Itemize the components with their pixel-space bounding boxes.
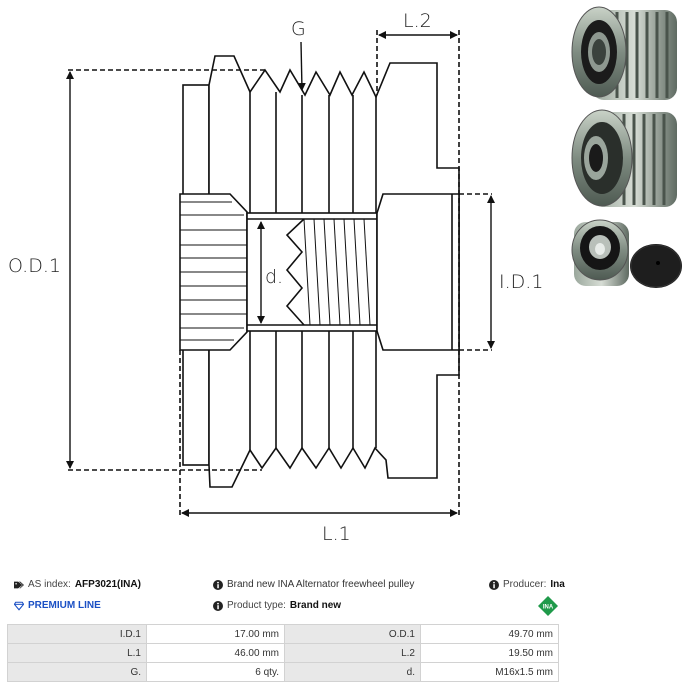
id1-label: I.D.1 bbox=[499, 271, 543, 293]
as-index-value: AFP3021(INA) bbox=[74, 579, 141, 590]
table-row: G. 6 qty. d. M16x1.5 mm bbox=[7, 662, 559, 682]
premium-line-badge: PREMIUM LINE bbox=[14, 600, 101, 611]
spec-value: 17.00 mm bbox=[146, 624, 285, 644]
producer-value: Ina bbox=[550, 579, 565, 590]
l1-label: L.1 bbox=[322, 523, 351, 545]
spec-value: 46.00 mm bbox=[146, 643, 285, 663]
description-text: Brand new INA Alternator freewheel pulle… bbox=[227, 579, 415, 590]
pulley-with-cap-photo bbox=[571, 219, 682, 288]
spec-label: d. bbox=[284, 662, 421, 682]
spec-value: 19.50 mm bbox=[420, 643, 559, 663]
pulley-front-photo bbox=[571, 6, 677, 100]
d-label: d. bbox=[265, 266, 283, 288]
premium-line-label: PREMIUM LINE bbox=[28, 600, 101, 611]
spec-value: 49.70 mm bbox=[420, 624, 559, 644]
spec-label: L.1 bbox=[7, 643, 147, 663]
producer-label: Producer: bbox=[503, 579, 547, 590]
as-index-label: AS index: bbox=[28, 579, 71, 590]
specs-table: I.D.1 17.00 mm O.D.1 49.70 mm L.1 46.00 … bbox=[7, 624, 559, 682]
diamond-icon bbox=[14, 601, 24, 611]
info-icon bbox=[489, 579, 499, 590]
od1-label: O.D.1 bbox=[8, 255, 61, 277]
product-type: Product type: Brand new bbox=[213, 600, 341, 611]
g-label: G bbox=[291, 18, 306, 40]
info-icon bbox=[213, 600, 223, 611]
l2-label: L.2 bbox=[403, 10, 432, 32]
pulley-outline bbox=[179, 55, 460, 488]
ina-logo-icon: INA bbox=[538, 596, 558, 616]
tag-icon bbox=[14, 581, 24, 588]
description: Brand new INA Alternator freewheel pulle… bbox=[213, 579, 414, 590]
as-index: AS index: AFP3021(INA) bbox=[14, 579, 141, 590]
product-type-value: Brand new bbox=[289, 600, 342, 611]
spec-value: M16x1.5 mm bbox=[420, 662, 559, 682]
spec-label: O.D.1 bbox=[284, 624, 421, 644]
spec-label: L.2 bbox=[284, 643, 421, 663]
info-icon bbox=[213, 579, 223, 590]
product-type-label: Product type: bbox=[227, 600, 286, 611]
table-row: L.1 46.00 mm L.2 19.50 mm bbox=[7, 643, 559, 663]
producer: Producer: Ina bbox=[489, 579, 565, 590]
reference-lines bbox=[68, 30, 492, 515]
pulley-back-photo bbox=[571, 109, 677, 207]
pulley-technical-drawing: O.D.1 I.D.1 L.1 L.2 G d. bbox=[8, 10, 543, 545]
dimension-arrows bbox=[66, 31, 495, 517]
product-photos bbox=[571, 6, 682, 288]
table-row: I.D.1 17.00 mm O.D.1 49.70 mm bbox=[7, 624, 559, 644]
spec-label: G. bbox=[7, 662, 147, 682]
spec-label: I.D.1 bbox=[7, 624, 147, 644]
ina-logo-text: INA bbox=[543, 605, 554, 611]
spec-value: 6 qty. bbox=[146, 662, 285, 682]
